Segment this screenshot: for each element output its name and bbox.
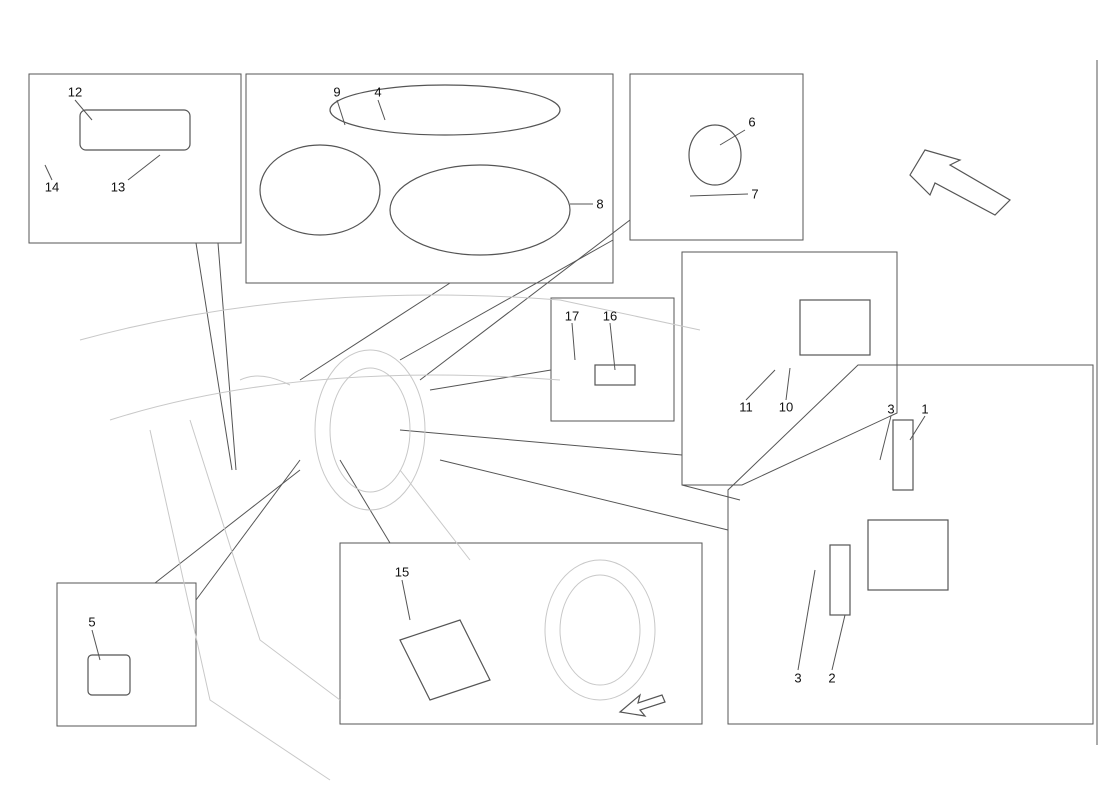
callout-7: 7 [751, 186, 759, 202]
callout-16: 16 [602, 308, 618, 324]
callout-17: 17 [564, 308, 580, 324]
detail-box-switch [56, 582, 197, 727]
detail-box-sensor [550, 297, 675, 422]
callout-2: 2 [828, 670, 836, 686]
callout-10: 10 [778, 399, 794, 415]
callout-3-upper: 3 [887, 401, 895, 417]
detail-box-panel-switches [28, 73, 242, 244]
callout-3-lower: 3 [794, 670, 802, 686]
callout-8: 8 [596, 196, 604, 212]
callout-9: 9 [333, 84, 341, 100]
callout-5: 5 [88, 614, 96, 630]
callout-4: 4 [374, 84, 382, 100]
detail-box-switch-module [681, 251, 898, 486]
direction-arrow-small-icon [618, 693, 666, 717]
detail-box-clock [629, 73, 804, 241]
callout-15: 15 [394, 564, 410, 580]
callout-11: 11 [739, 399, 753, 415]
detail-box-instrument-cluster [245, 73, 614, 284]
detail-box-center-console [727, 364, 1094, 725]
direction-arrow-icon [909, 149, 1011, 216]
callout-13: 13 [110, 179, 126, 195]
callout-12: 12 [67, 84, 83, 100]
callout-14: 14 [44, 179, 60, 195]
detail-box-steering-column [339, 542, 703, 725]
callout-6: 6 [748, 114, 756, 130]
callout-1: 1 [921, 401, 929, 417]
